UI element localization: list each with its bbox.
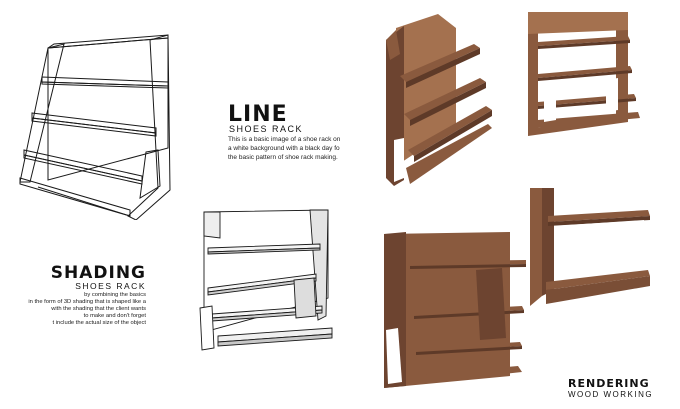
line-drawing-shoe-rack bbox=[19, 34, 171, 220]
shading-subtitle: SHOES RACK bbox=[75, 281, 146, 291]
line-title: LINE bbox=[228, 102, 288, 127]
shading-description-1: by combining the basics bbox=[84, 292, 146, 298]
line-description-1: This is a basic image of a shoe rack on bbox=[228, 136, 341, 143]
shaded-shoe-rack bbox=[199, 209, 333, 351]
line-subtitle: SHOES RACK bbox=[229, 124, 304, 134]
shading-description-5: t include the actual size of the object bbox=[52, 320, 146, 326]
wood-render-front bbox=[528, 12, 640, 136]
wood-render-angled bbox=[386, 14, 492, 186]
wood-render-front-large bbox=[384, 232, 526, 388]
shading-description-4: to make and don't forget bbox=[83, 313, 146, 319]
shading-description-3: with the shading that the client wants bbox=[51, 306, 146, 312]
rendering-subtitle: WOOD WORKING bbox=[568, 390, 654, 399]
wood-render-closeup bbox=[530, 188, 650, 306]
shading-title: SHADING bbox=[50, 263, 146, 283]
shading-description-2: in the form of 3D shading that is shaped… bbox=[28, 299, 146, 305]
line-description-2: a white background with a black day fo bbox=[228, 145, 340, 152]
line-description-3: the basic pattern of shoe rack making. bbox=[228, 154, 338, 161]
rendering-title: RENDERING bbox=[568, 377, 650, 390]
